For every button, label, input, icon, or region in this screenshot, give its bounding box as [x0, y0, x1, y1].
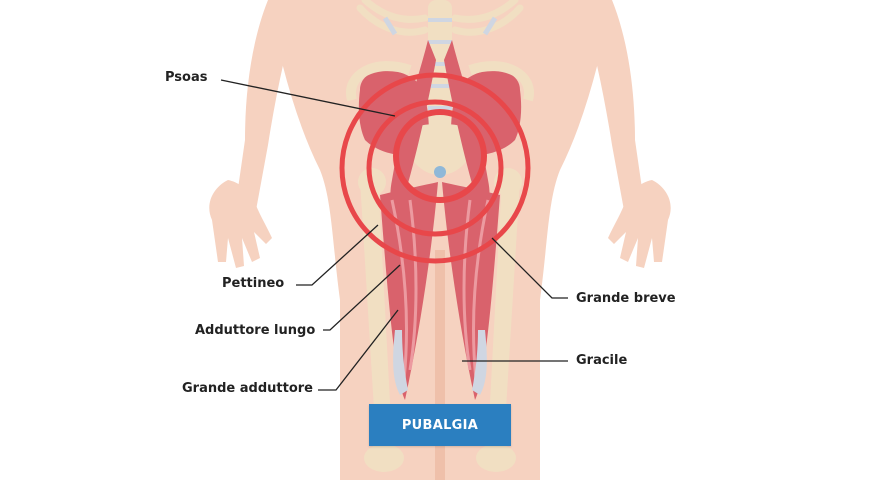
rib-cartilage [382, 16, 498, 36]
leader-psoas [220, 79, 396, 117]
pubalgia-banner: PUBALGIA [369, 404, 511, 446]
leader-pettineo [296, 224, 379, 286]
concentric-rings-icon [339, 72, 531, 264]
leader-adduttore-lungo [323, 264, 401, 331]
leader-grande-breve [491, 237, 568, 299]
label-grande-breve: Grande breve [576, 291, 676, 306]
label-adduttore-lungo: Adduttore lungo [195, 323, 316, 338]
label-gracile: Gracile [576, 353, 628, 368]
label-psoas: Psoas [165, 70, 208, 85]
label-pettineo: Pettineo [222, 276, 285, 291]
leader-grande-adduttore [318, 309, 399, 391]
adductor-muscles [380, 182, 500, 400]
psoas-muscles [390, 40, 490, 210]
femurs [360, 178, 520, 472]
label-grande-adduttore: Grande adduttore [182, 381, 313, 396]
leader-lines [220, 79, 568, 391]
